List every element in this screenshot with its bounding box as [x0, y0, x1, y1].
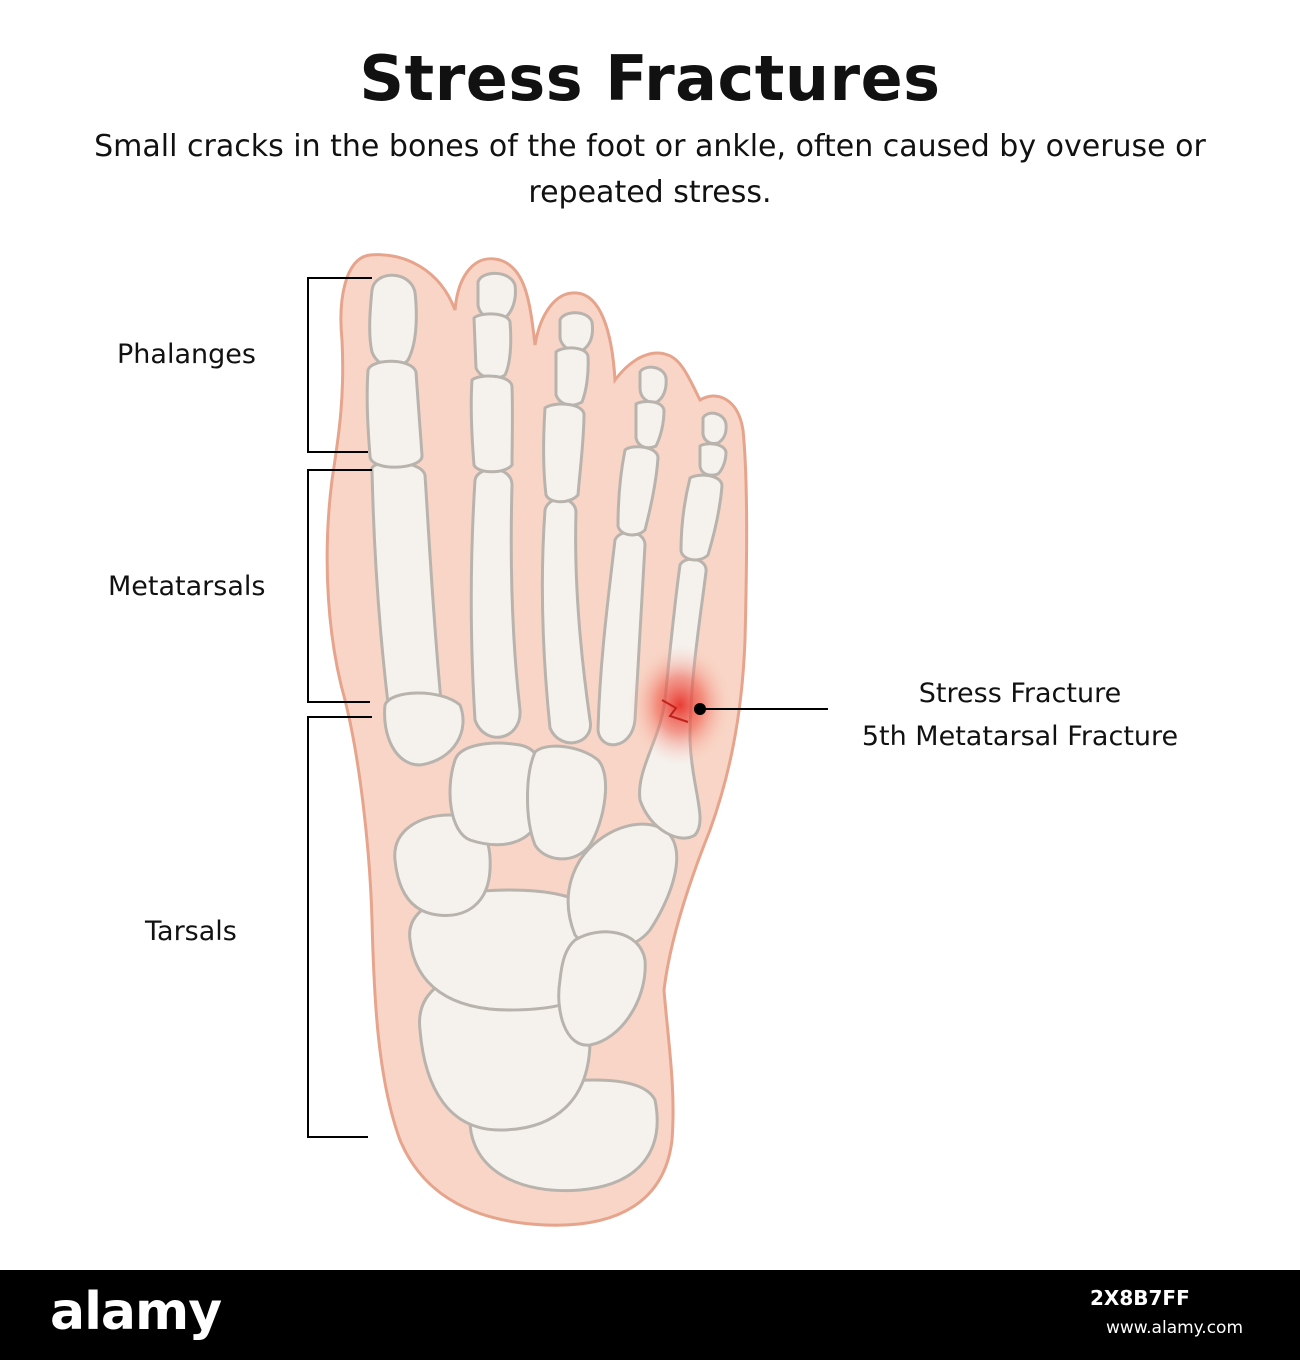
toe-3-proximal-phalanx [542, 402, 586, 504]
callout-pointer-dot [694, 703, 706, 715]
big-toe-distal-phalanx [368, 273, 418, 369]
page-subtitle: Small cracks in the bones of the foot or… [94, 129, 1206, 210]
foot-skeleton-diagram [307, 253, 828, 1227]
metatarsals-bracket [307, 469, 372, 703]
toe-2-proximal-phalanx [469, 374, 514, 474]
watermark-site: www.alamy.com [1106, 1318, 1244, 1338]
metatarsals-label: Metatarsals [108, 571, 266, 602]
toe-2-distal-phalanx [476, 271, 517, 321]
callout-line-1: Stress Fracture [918, 678, 1122, 709]
metatarsal-2-bone [469, 467, 522, 739]
fracture-callout: Stress Fracture 5th Metatarsal Fracture [830, 672, 1210, 758]
metatarsal-3-bone [540, 497, 592, 745]
phalanges-label: Phalanges [117, 339, 256, 370]
phalanx-bones [365, 271, 728, 562]
metatarsal-1-base-bone [383, 691, 465, 767]
toe-3-middle-phalanx [554, 346, 590, 407]
watermark-logo: alamy [50, 1282, 222, 1342]
fracture-crack [661, 699, 689, 723]
cuneiform-medial-bone [393, 813, 492, 917]
cuboid-bone [566, 822, 679, 951]
toe-4-proximal-phalanx [616, 445, 660, 537]
page-title: Stress Fractures [359, 42, 941, 115]
cuneiform-lateral-bone [526, 744, 608, 861]
toe-5-distal-phalanx [701, 411, 728, 445]
watermark-footer-bar [0, 1270, 1300, 1360]
tarsals-bracket [307, 716, 372, 1138]
cuboid-lower-bone [557, 930, 647, 1047]
phalanges-bracket [307, 277, 372, 453]
toe-2-middle-phalanx [472, 312, 513, 380]
fracture-glow [628, 643, 732, 767]
toe-4-distal-phalanx [638, 365, 668, 404]
tarsal-bones [393, 741, 679, 1193]
toe-3-distal-phalanx [558, 311, 594, 353]
callout-line-2: 5th Metatarsal Fracture [861, 721, 1179, 752]
toe-5-middle-phalanx [698, 442, 728, 477]
watermark-image-id: 2X8B7FF [1090, 1286, 1190, 1310]
big-toe-proximal-phalanx [365, 359, 424, 469]
toe-5-proximal-phalanx [679, 473, 724, 562]
region-brackets [307, 277, 372, 1138]
tarsals-label: Tarsals [145, 916, 237, 947]
toe-4-middle-phalanx [634, 400, 666, 450]
